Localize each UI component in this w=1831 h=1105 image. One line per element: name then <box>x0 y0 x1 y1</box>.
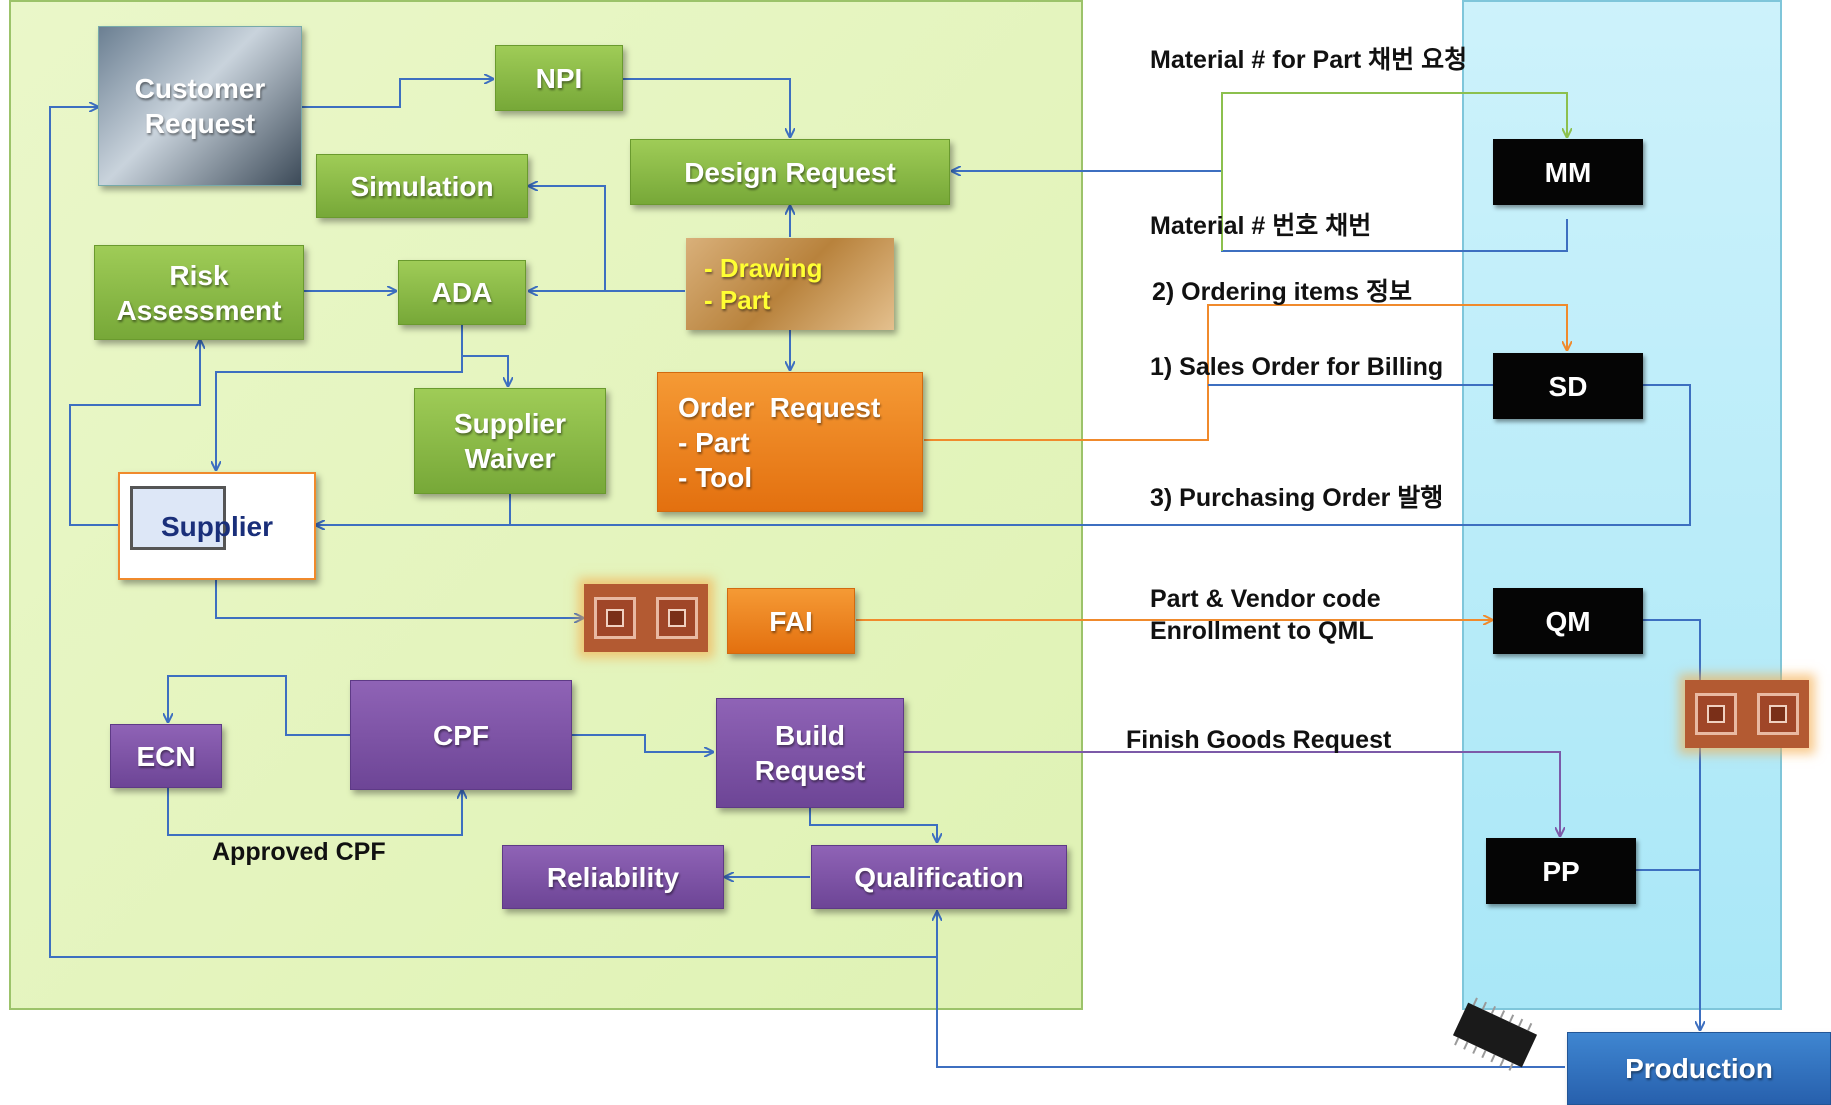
risk-assessment-label: Risk Assessment <box>116 259 282 326</box>
simulation-node: Simulation <box>316 154 528 218</box>
wire-ordering-items <box>924 304 1567 441</box>
supplier-waiver-label: Supplier Waiver <box>453 408 566 474</box>
wire-cpf-to-build <box>572 734 713 752</box>
npi-label: NPI <box>535 62 583 94</box>
customer-request-label: Customer Request <box>134 73 266 139</box>
ic-chip-graphic <box>1452 997 1538 1071</box>
simulation-label: Simulation <box>350 170 494 202</box>
wire-production-to-qualification <box>937 912 1565 1068</box>
wire-qm-to-production <box>1642 619 1700 1030</box>
sd-node: SD <box>1493 353 1643 419</box>
approved-cpf-label: Approved CPF <box>212 838 386 866</box>
cpf-node: CPF <box>350 680 572 790</box>
qm-label: QM <box>1545 605 1591 637</box>
supplier-computer-icon <box>130 486 226 550</box>
design-request-label: Design Request <box>684 156 896 188</box>
reliability-node: Reliability <box>502 845 724 909</box>
chip-image-fai <box>584 584 708 652</box>
qualification-node: Qualification <box>811 845 1067 909</box>
drawing-part-node: - Drawing - Part <box>686 238 894 330</box>
wire-ecn-approved-cpf <box>167 788 462 836</box>
fai-node: FAI <box>727 588 855 654</box>
wire-waiver-to-supplier <box>316 494 511 525</box>
finish-goods-label: Finish Goods Request <box>1126 726 1392 754</box>
wire-ada-to-waiver <box>461 325 508 386</box>
chip-image-right <box>1685 680 1809 748</box>
reliability-label: Reliability <box>546 861 680 893</box>
order-request-label: Order Request - Part - Tool <box>678 391 881 493</box>
mm-label: MM <box>1544 156 1592 188</box>
material-for-part-label: Material # for Part 채번 요청 <box>1150 46 1468 74</box>
sales-order-label: 1) Sales Order for Billing <box>1150 353 1444 381</box>
order-request-node: Order Request - Part - Tool <box>657 372 923 512</box>
wire-supplier-to-chip <box>215 580 583 618</box>
customer-request-node: Customer Request <box>98 26 302 186</box>
wire-material-request <box>1221 92 1567 251</box>
wire-purchasing-order <box>316 384 1691 525</box>
purchasing-order-label: 3) Purchasing Order 발행 <box>1150 484 1444 512</box>
cpf-label: CPF <box>433 719 489 751</box>
wire-customer-to-npi <box>302 79 493 108</box>
ecn-node: ECN <box>110 724 222 788</box>
ecn-label: ECN <box>136 740 196 772</box>
supplier-waiver-node: Supplier Waiver <box>414 388 606 494</box>
production-label: Production <box>1625 1053 1773 1084</box>
design-request-node: Design Request <box>630 139 950 205</box>
ada-label: ADA <box>431 277 493 308</box>
build-request-label: Build Request <box>754 720 866 786</box>
build-request-node: Build Request <box>716 698 904 808</box>
pp-node: PP <box>1486 838 1636 904</box>
sd-label: SD <box>1548 370 1588 402</box>
pp-label: PP <box>1542 855 1580 887</box>
fai-label: FAI <box>769 605 813 637</box>
material-number-label: Material # 번호 채번 <box>1150 212 1372 240</box>
risk-assessment-node: Risk Assessment <box>94 245 304 340</box>
wire-to-simulation <box>529 186 606 291</box>
wire-build-to-qualification <box>809 808 937 842</box>
supplier-node: Supplier <box>118 472 316 580</box>
wire-npi-to-design <box>623 78 790 137</box>
wire-build-to-pp <box>904 751 1560 836</box>
npi-node: NPI <box>495 45 623 111</box>
wire-cpf-to-ecn <box>168 675 350 736</box>
qualification-label: Qualification <box>854 861 1024 893</box>
part-vendor-code-label: Part & Vendor code Enrollment to QML <box>1150 585 1381 645</box>
drawing-part-label: - Drawing - Part <box>704 252 823 316</box>
ada-node: ADA <box>398 260 526 325</box>
wire-ada-to-supplier <box>216 356 463 470</box>
wire-supplier-to-risk <box>69 340 200 526</box>
ordering-items-label: 2) Ordering items 정보 <box>1152 278 1412 306</box>
mm-node: MM <box>1493 139 1643 205</box>
supplier-label: Supplier <box>160 510 273 542</box>
qm-node: QM <box>1493 588 1643 654</box>
production-node: Production <box>1567 1032 1831 1105</box>
